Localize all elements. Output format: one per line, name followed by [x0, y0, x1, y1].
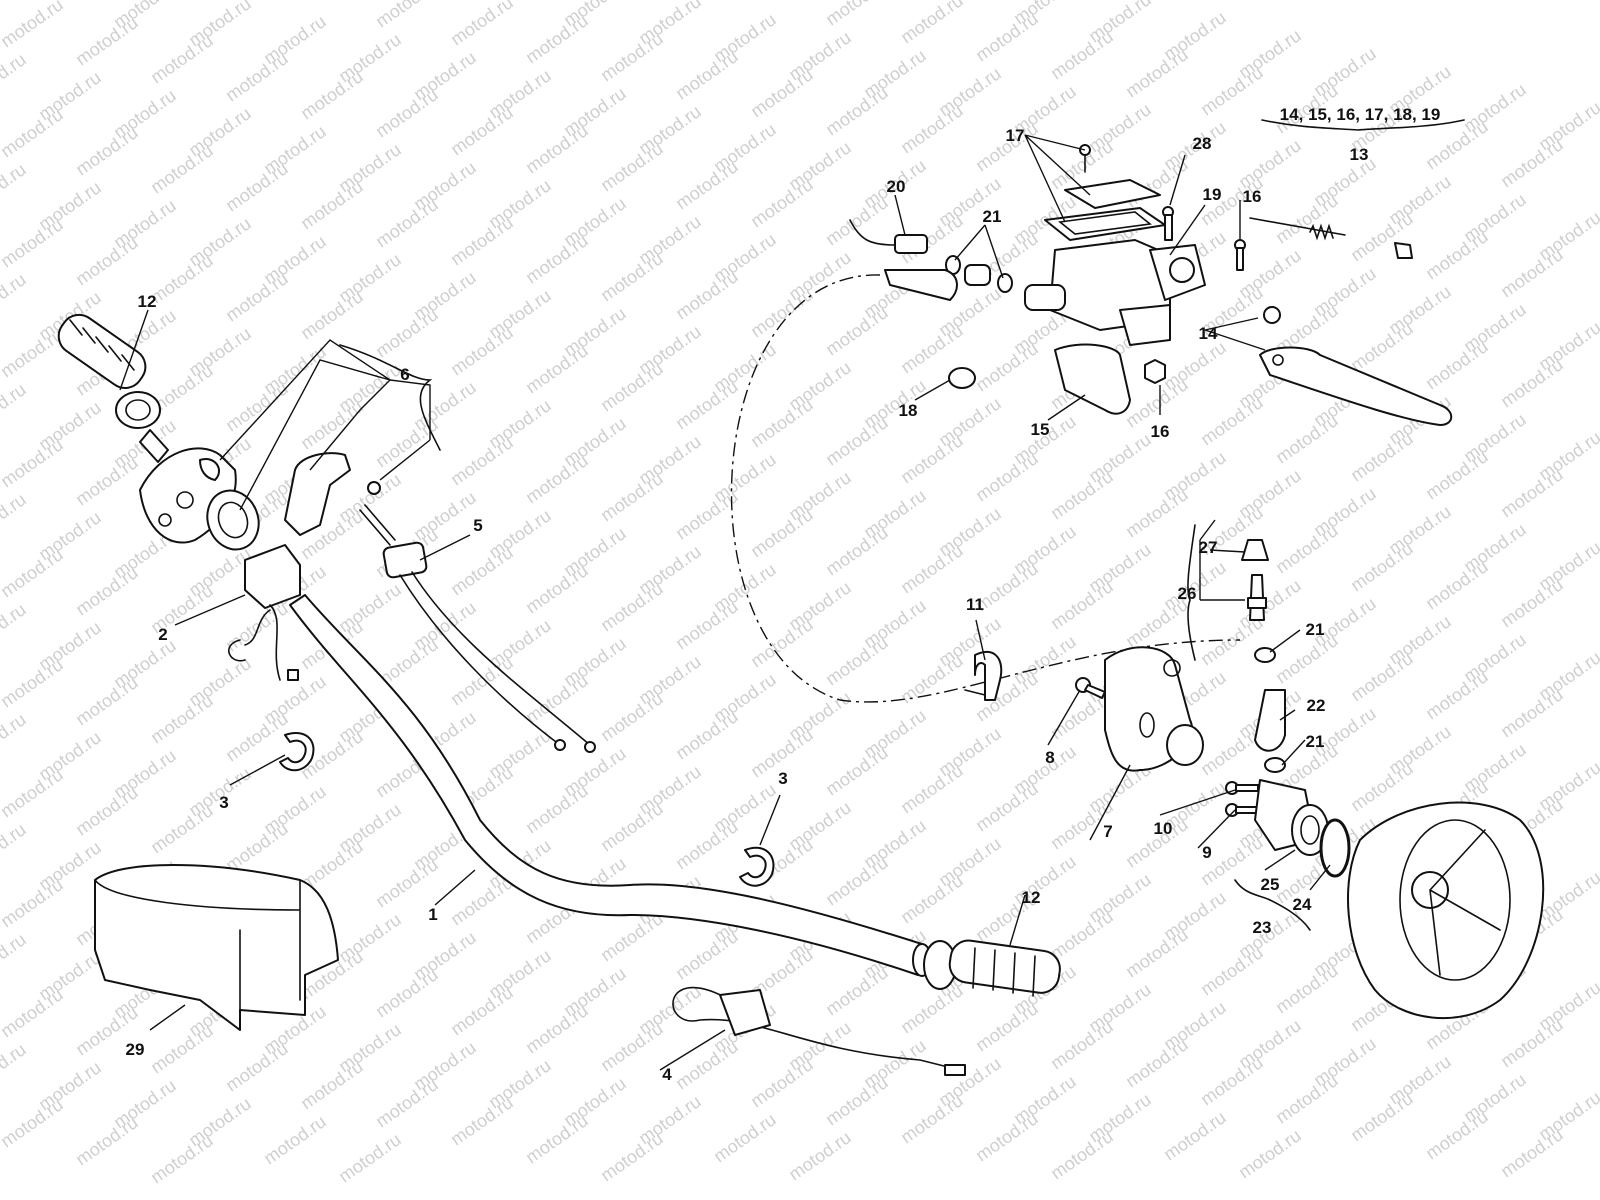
washer-21b: [997, 273, 1013, 293]
callout-24: 24: [1292, 895, 1312, 914]
callout-17: 17: [1005, 126, 1025, 145]
callout-29: 29: [125, 1040, 145, 1059]
callout-10: 10: [1153, 819, 1173, 838]
lever-bracket: [1104, 646, 1204, 772]
callout-21-bottom: 21: [1305, 732, 1325, 751]
callout-6: 6: [400, 365, 410, 384]
lever-boot: [1054, 343, 1131, 415]
callout-3-right: 3: [778, 769, 788, 788]
callout-28: 28: [1192, 134, 1212, 153]
callout-18: 18: [898, 401, 918, 420]
handlebar-pad-cover: [94, 864, 339, 1031]
callout-20: 20: [886, 177, 906, 196]
reservoir-cap: [1044, 144, 1166, 241]
slave-cylinder: [1254, 779, 1329, 856]
washer-21d: [1264, 757, 1286, 773]
pivot-bolt: [1234, 239, 1246, 271]
hose-clip: [964, 650, 1003, 701]
callout-23: 23: [1252, 918, 1272, 937]
banjo-bolt: [849, 219, 991, 301]
brace-6: [339, 344, 441, 451]
bolt-10: [1225, 781, 1259, 795]
callout-16-bottom: 16: [1150, 422, 1170, 441]
o-ring: [1319, 818, 1351, 878]
throttle-housing: [139, 447, 381, 551]
brace-23: [1234, 879, 1311, 931]
clutch-switch: [672, 986, 966, 1076]
callout-25: 25: [1260, 875, 1280, 894]
callout-1: 1: [428, 905, 438, 924]
reservoir-plug: [948, 367, 976, 389]
callout-13: 13: [1349, 145, 1369, 164]
callout-4: 4: [662, 1065, 672, 1084]
brace-13: [1261, 119, 1465, 131]
screw-28: [1162, 206, 1174, 241]
throttle-switch: [228, 544, 301, 681]
callout-27: 27: [1198, 538, 1218, 557]
throttle-cables: [359, 504, 596, 753]
callout-11: 11: [966, 595, 984, 614]
bleed-valve: [1241, 539, 1269, 621]
left-grip: [57, 313, 169, 463]
callout-2: 2: [158, 625, 168, 644]
handlebar: [289, 594, 932, 977]
callout-15: 15: [1030, 420, 1050, 439]
callout-3-left: 3: [219, 793, 229, 812]
callout-5: 5: [473, 516, 483, 535]
front-brake-lever: [1249, 217, 1453, 426]
brake-hose-route-line: [730, 274, 1241, 703]
callout-9: 9: [1202, 843, 1212, 862]
callout-14: 14: [1198, 324, 1218, 343]
callout-22: 22: [1306, 696, 1326, 715]
brace-26: [1187, 524, 1196, 661]
callout-19: 19: [1202, 185, 1222, 204]
pivot-nut: [1144, 359, 1166, 384]
leader-lines: [119, 134, 1331, 1071]
screw-8: [1075, 677, 1106, 699]
callout-12-left: 12: [137, 292, 157, 311]
callout-21-top: 21: [982, 207, 1002, 226]
circlip-right: [739, 846, 775, 887]
circlip-left: [279, 732, 315, 772]
master-cylinder: [1024, 239, 1206, 346]
callout-12-right: 12: [1021, 888, 1041, 907]
callout-8: 8: [1045, 748, 1055, 767]
callout-13-group: 14, 15, 16, 17, 18, 19: [1279, 105, 1441, 124]
clutch-housing-cover: [1347, 801, 1545, 1020]
callout-7: 7: [1103, 822, 1113, 841]
hose-union: [1254, 689, 1286, 752]
callout-26: 26: [1177, 584, 1197, 603]
right-grip: [923, 939, 1061, 997]
callout-21-mid: 21: [1305, 620, 1325, 639]
callout-16-top: 16: [1242, 187, 1262, 206]
